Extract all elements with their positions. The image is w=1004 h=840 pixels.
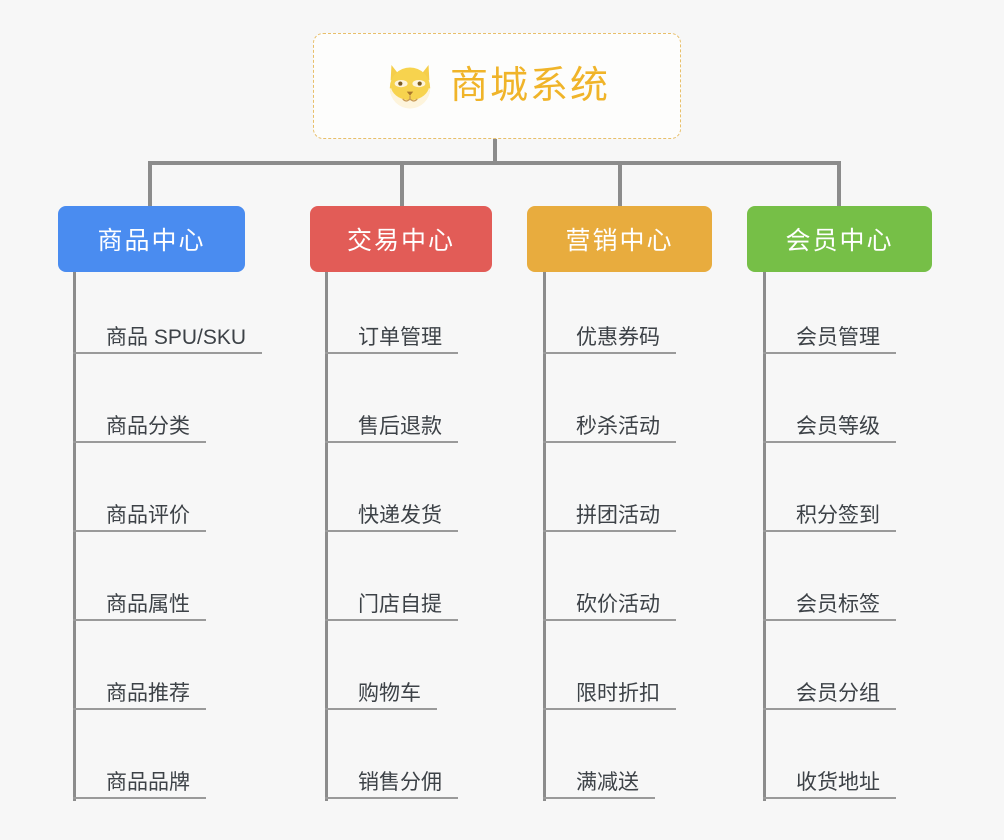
leaf-item-underline xyxy=(325,441,458,443)
connector-horizontal-bar xyxy=(148,161,841,165)
connector-branch-drop-1 xyxy=(148,161,152,206)
leaf-item-underline xyxy=(73,352,262,354)
leaf-item-label: 商品属性 xyxy=(106,593,190,616)
leaf-item-label: 会员标签 xyxy=(796,593,880,616)
leaf-item-underline xyxy=(543,530,676,532)
leaf-item-underline xyxy=(763,619,896,621)
leaf-item-underline xyxy=(325,708,437,710)
leaf-item-label: 商品 SPU/SKU xyxy=(106,326,247,349)
leaf-item-underline xyxy=(763,530,896,532)
leaf-item-label: 商品分类 xyxy=(106,415,190,438)
leaf-item-label: 秒杀活动 xyxy=(576,415,660,438)
category-box-label: 会员中心 xyxy=(785,227,894,255)
connector-root-stem xyxy=(493,139,497,165)
leaf-item-label: 满减送 xyxy=(576,771,639,794)
leaf-item-underline xyxy=(73,797,206,799)
leaf-item-underline xyxy=(543,797,655,799)
leaf-item-underline xyxy=(73,530,206,532)
leaf-item-label: 商品品牌 xyxy=(106,771,190,794)
leaf-item-underline xyxy=(73,708,206,710)
leaf-item-label: 商品推荐 xyxy=(106,682,190,705)
leaf-item-label: 限时折扣 xyxy=(576,682,660,705)
leaf-item-label: 优惠券码 xyxy=(576,326,660,349)
leaf-item-label: 会员等级 xyxy=(796,415,880,438)
category-box-1[interactable]: 商品中心 xyxy=(58,206,245,272)
category-box-3[interactable]: 营销中心 xyxy=(527,206,712,272)
leaf-item-label: 快递发货 xyxy=(358,504,442,527)
leaf-item-label: 售后退款 xyxy=(358,415,442,438)
category-box-label: 商品中心 xyxy=(97,227,206,255)
category-box-2[interactable]: 交易中心 xyxy=(310,206,492,272)
leaf-item-label: 订单管理 xyxy=(358,326,442,349)
leaf-item-label: 积分签到 xyxy=(796,504,880,527)
branch-spine-4 xyxy=(763,272,766,801)
branch-spine-2 xyxy=(325,272,328,801)
leaf-item-label: 收货地址 xyxy=(796,771,880,794)
category-box-4[interactable]: 会员中心 xyxy=(747,206,932,272)
root-node-label: 商城系统 xyxy=(449,65,610,107)
shiba-dog-icon xyxy=(384,61,436,111)
leaf-item-underline xyxy=(73,441,206,443)
connector-branch-drop-4 xyxy=(837,161,841,206)
connector-branch-drop-3 xyxy=(618,161,622,206)
leaf-item-underline xyxy=(73,619,206,621)
leaf-item-underline xyxy=(325,797,458,799)
leaf-item-underline xyxy=(325,530,458,532)
leaf-item-label: 购物车 xyxy=(358,682,421,705)
leaf-item-underline xyxy=(763,352,896,354)
category-box-label: 营销中心 xyxy=(565,227,674,255)
leaf-item-label: 会员分组 xyxy=(796,682,880,705)
leaf-item-underline xyxy=(763,797,896,799)
leaf-item-label: 商品评价 xyxy=(106,504,190,527)
leaf-item-underline xyxy=(325,352,458,354)
branch-spine-3 xyxy=(543,272,546,801)
leaf-item-label: 砍价活动 xyxy=(576,593,660,616)
leaf-item-underline xyxy=(325,619,458,621)
leaf-item-label: 门店自提 xyxy=(358,593,442,616)
branch-spine-1 xyxy=(73,272,76,801)
leaf-item-underline xyxy=(543,352,676,354)
leaf-item-underline xyxy=(543,441,676,443)
leaf-item-underline xyxy=(763,708,896,710)
connector-branch-drop-2 xyxy=(400,161,404,206)
root-node-mall-system[interactable]: 商城系统 xyxy=(313,33,681,139)
leaf-item-label: 会员管理 xyxy=(796,326,880,349)
leaf-item-underline xyxy=(543,708,676,710)
leaf-item-label: 销售分佣 xyxy=(358,771,442,794)
leaf-item-underline xyxy=(763,441,896,443)
category-box-label: 交易中心 xyxy=(346,227,455,255)
leaf-item-underline xyxy=(543,619,676,621)
leaf-item-label: 拼团活动 xyxy=(576,504,660,527)
